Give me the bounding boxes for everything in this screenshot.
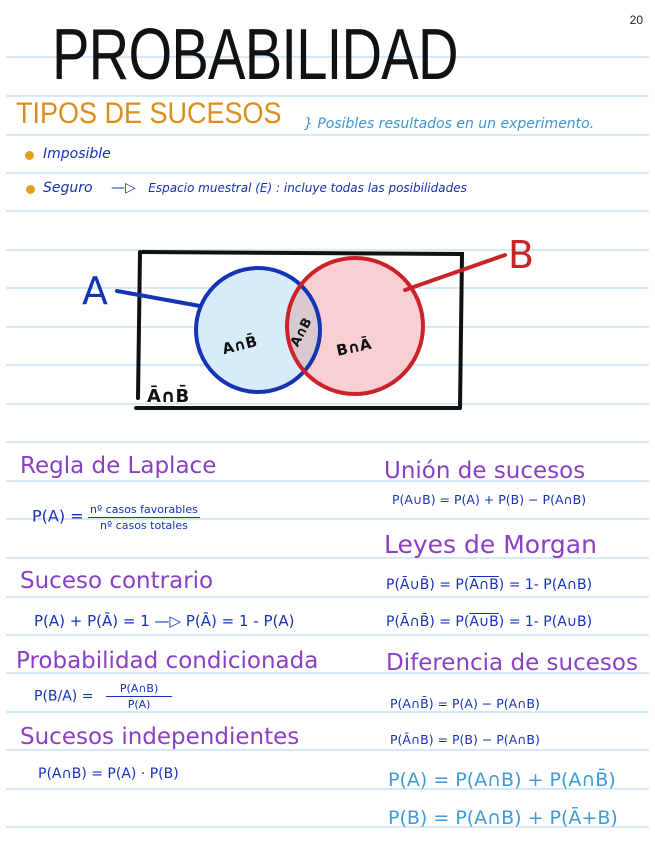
bullet-dot-icon (26, 185, 35, 194)
ruled-line (6, 172, 649, 174)
ruled-line (6, 826, 649, 828)
set-b-label: B (508, 233, 534, 277)
tipos-heading: TIPOS DE SUCESOS (16, 97, 282, 130)
arrow-right-icon: —▷ (111, 180, 136, 196)
laplace-fraction: nº casos favorables nº casos totales (88, 503, 200, 532)
morgan-2-overlined: A∪B (469, 614, 499, 630)
set-b-circle (285, 256, 425, 396)
laplace-lhs: P(A) = (32, 506, 84, 526)
heading-laplace: Regla de Laplace (20, 453, 217, 479)
formula-contrario: P(A) + P(Ā) = 1 —▷ P(Ā) = 1 - P(A) (34, 612, 295, 630)
ruled-line (6, 634, 649, 636)
ruled-line (6, 788, 649, 790)
heading-sucesos-independientes: Sucesos independientes (20, 724, 300, 750)
condicionada-denominator: P(A) (127, 698, 151, 711)
tipos-brace-note: } Posibles resultados en un experimento. (304, 116, 595, 132)
formula-morgan-2: P(Ā∩B̄) = P(A∪B) = 1- P(A∪B) (386, 614, 592, 630)
set-a-fill (196, 268, 320, 392)
set-a-circle (194, 266, 322, 394)
formula-diferencia-1: P(A∩B̄) = P(A) − P(A∩B) (390, 696, 540, 711)
ruled-line (6, 518, 649, 520)
formula-morgan-1: P(Ā∪B̄) = P(A∩B) = 1- P(A∩B) (386, 577, 592, 593)
laplace-numerator: nº casos favorables (88, 503, 200, 518)
ruled-line (6, 711, 649, 713)
page-title: PROBABILIDAD (52, 15, 459, 95)
bullet-seguro-detail: Espacio muestral (E) : incluye todas las… (148, 181, 467, 195)
condicionada-numerator: P(A∩B) (105, 682, 173, 697)
sample-space-box (134, 250, 465, 410)
ruled-line (6, 210, 649, 212)
set-b-leader-line (403, 253, 507, 292)
set-a-leader-line (115, 289, 202, 308)
heading-diferencia-sucesos: Diferencia de sucesos (386, 650, 638, 676)
formula-diferencia-3: P(A) = P(A∩B) + P(A∩B̄) (388, 769, 616, 791)
morgan-2-lhs: P(Ā∩B̄) = P( (386, 614, 470, 630)
set-b-fill (287, 258, 423, 394)
page-number: 20 (629, 13, 643, 27)
ruled-line (6, 596, 649, 598)
heading-union-sucesos: Unión de sucesos (384, 458, 586, 484)
ruled-line (6, 134, 649, 136)
heading-probabilidad-condicionada: Probabilidad condicionada (16, 648, 319, 674)
heading-leyes-morgan: Leyes de Morgan (384, 530, 597, 559)
formula-laplace: P(A) = nº casos favorables nº casos tota… (32, 503, 200, 532)
condicionada-fraction: P(A∩B) P(A) (105, 682, 173, 711)
bullet-seguro: Seguro —▷ Espacio muestral (E) : incluye… (43, 180, 467, 196)
formula-independientes: P(A∩B) = P(A) · P(B) (38, 766, 179, 782)
ruled-line (6, 672, 649, 674)
ruled-line (6, 56, 649, 58)
morgan-1-lhs: P(Ā∪B̄) = P( (386, 577, 470, 593)
formula-diferencia-4: P(B) = P(A∩B) + P(Ā+B) (388, 807, 618, 829)
venn-diagram: A B A∩B̄ A∩B B∩Ā Ā∩B̄ (82, 233, 534, 410)
morgan-2-rhs: ) = 1- P(A∪B) (498, 614, 593, 630)
formula-diferencia-2: P(Ā∩B) = P(B) − P(A∩B) (390, 732, 540, 747)
ruled-line (6, 95, 649, 97)
ruled-line (6, 441, 649, 443)
ruled-line (6, 480, 649, 482)
morgan-1-overlined: A∩B (469, 577, 499, 593)
heading-suceso-contrario: Suceso contrario (20, 568, 214, 594)
ruled-line (6, 749, 649, 751)
formula-union: P(A∪B) = P(A) + P(B) − P(A∩B) (392, 492, 587, 507)
set-a-label: A (82, 269, 108, 313)
condicionada-lhs: P(B/A) = (34, 688, 94, 705)
laplace-denominator: nº casos totales (100, 519, 188, 532)
ruled-line (6, 249, 649, 251)
bullet-imposible: Imposible (43, 146, 111, 162)
bullet-seguro-label: Seguro (43, 180, 93, 196)
formula-condicionada: P(B/A) = P(A∩B) P(A) (34, 682, 173, 711)
region-outside: Ā∩B̄ (147, 385, 189, 407)
ruled-line (6, 557, 649, 559)
ruled-line (6, 403, 649, 405)
bullet-dot-icon (25, 151, 34, 160)
morgan-1-rhs: ) = 1- P(A∩B) (498, 577, 593, 593)
